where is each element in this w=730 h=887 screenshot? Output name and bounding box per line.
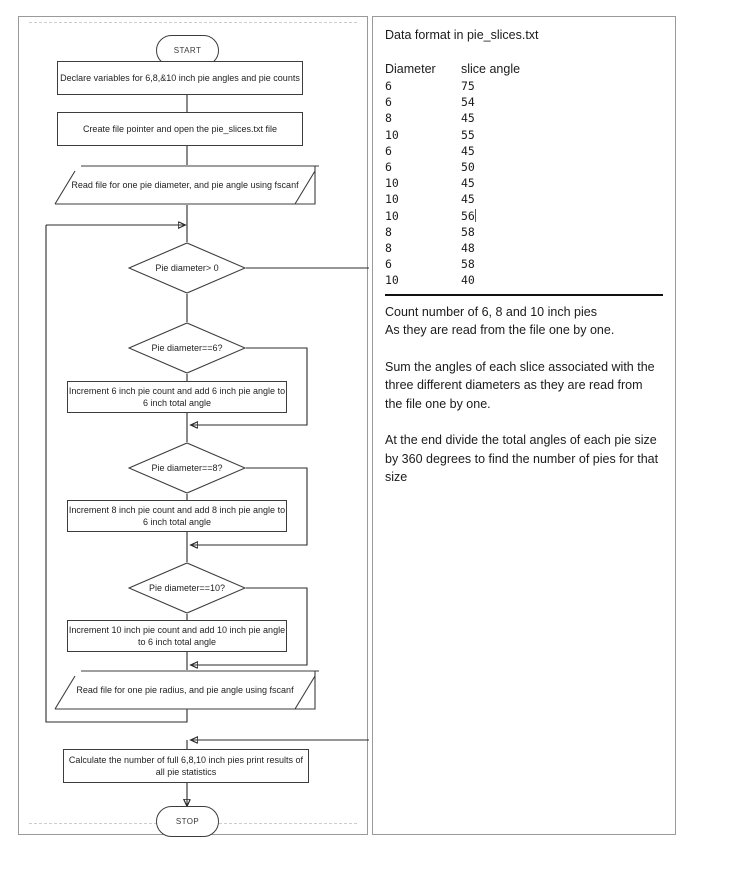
notes-section: Count number of 6, 8 and 10 inch pies As…	[385, 303, 663, 487]
section-divider	[385, 293, 663, 296]
flow-node-calculate-results[interactable]: Calculate the number of full 6,8,10 inch…	[63, 749, 309, 783]
flow-node-increment-10-inch[interactable]: Increment 10 inch pie count and add 10 i…	[67, 620, 287, 652]
text-cursor	[474, 208, 476, 222]
flow-node-create-file-pointer[interactable]: Create file pointer and open the pie_sli…	[57, 112, 303, 146]
flow-node-calculate-results-label: Calculate the number of full 6,8,10 inch…	[68, 755, 304, 777]
table-row: 6 50	[385, 159, 663, 175]
note-line-1: Count number of 6, 8 and 10 inch pies	[385, 304, 597, 319]
cell-diameter: 6	[385, 79, 392, 93]
cell-slice-angle: 50	[461, 160, 475, 175]
table-row: 10 45	[385, 191, 663, 207]
cell-slice-angle: 40	[461, 273, 475, 288]
table-row: 6 75	[385, 78, 663, 94]
flow-decision-diameter-eq-8[interactable]: Pie diameter==8?	[128, 442, 246, 494]
table-header-row: Diameter slice angle	[385, 60, 663, 78]
table-row: 10 45	[385, 175, 663, 191]
cell-slice-angle: 58	[461, 224, 475, 239]
note-line-2: As they are read from the file one by on…	[385, 323, 615, 338]
cell-slice-angle: 58	[461, 257, 475, 272]
table-row: 6 45	[385, 143, 663, 159]
cell-diameter: 10	[385, 192, 399, 207]
flow-node-stop-label: STOP	[175, 816, 200, 826]
data-format-title: Data format in pie_slices.txt	[385, 28, 539, 42]
flow-node-start[interactable]: START	[156, 35, 219, 66]
flow-node-increment-8-inch-label: Increment 8 inch pie count and add 8 inc…	[68, 505, 286, 527]
cell-slice-angle: 75	[461, 79, 475, 93]
table-row: 10 55	[385, 127, 663, 143]
flow-node-increment-8-inch[interactable]: Increment 8 inch pie count and add 8 inc…	[67, 500, 287, 532]
flow-decision-diameter-gt-0[interactable]: Pie diameter> 0	[128, 242, 246, 294]
flow-node-increment-6-inch[interactable]: Increment 6 inch pie count and add 6 inc…	[67, 381, 287, 413]
table-row: 10 56	[385, 208, 663, 224]
pie-slices-data-table: Diameter slice angle 6 75 6 54 8 45 10 55 6 45 6 50…	[385, 60, 663, 289]
cell-slice-angle: 48	[461, 241, 475, 256]
cell-slice-angle: 56	[461, 208, 476, 223]
table-body: 6 75 6 54 8 45 10 55 6 45 6 50 10 45 10 45 10 56 8 58 8 48 6 58…	[385, 78, 663, 289]
flow-node-declare-variables[interactable]: Declare variables for 6,8,&10 inch pie a…	[57, 61, 303, 95]
flow-decision-diameter-eq-10[interactable]: Pie diameter==10?	[128, 562, 246, 614]
cell-slice-angle: 45	[461, 111, 475, 126]
cell-diameter: 10	[385, 273, 399, 288]
cell-diameter: 6	[385, 160, 392, 175]
cell-slice-angle: 55	[461, 127, 475, 142]
flow-node-declare-variables-label: Declare variables for 6,8,&10 inch pie a…	[60, 73, 300, 83]
cell-diameter: 8	[385, 111, 392, 126]
flow-decision-diameter-eq-6[interactable]: Pie diameter==6?	[128, 322, 246, 374]
cell-diameter: 8	[385, 224, 392, 239]
table-header-diameter: Diameter	[385, 62, 436, 76]
table-row: 6 54	[385, 94, 663, 110]
cell-diameter: 10	[385, 127, 399, 142]
table-row: 8 45	[385, 110, 663, 126]
cell-slice-angle: 54	[461, 95, 475, 110]
flow-node-increment-10-inch-label: Increment 10 inch pie count and add 10 i…	[68, 625, 286, 647]
flow-node-increment-6-inch-label: Increment 6 inch pie count and add 6 inc…	[68, 386, 286, 408]
flowchart-panel: START Declare variables for 6,8,&10 inch…	[18, 16, 369, 837]
cell-diameter: 10	[385, 176, 399, 191]
table-row: 10 40	[385, 272, 663, 288]
table-row: 6 58	[385, 256, 663, 272]
flow-node-create-file-pointer-label: Create file pointer and open the pie_sli…	[82, 124, 278, 134]
note-line-4: At the end divide the total angles of ea…	[385, 433, 659, 485]
cell-diameter: 6	[385, 143, 392, 158]
data-notes-panel: Data format in pie_slices.txt Diameter s…	[372, 16, 676, 835]
cell-diameter: 10	[385, 208, 399, 223]
table-row: 8 58	[385, 224, 663, 240]
cell-diameter: 6	[385, 95, 392, 110]
cell-slice-angle: 45	[461, 143, 475, 158]
note-line-3: Sum the angles of each slice associated …	[385, 359, 655, 411]
table-row: 8 48	[385, 240, 663, 256]
cell-diameter: 6	[385, 257, 392, 272]
table-header-slice-angle: slice angle	[461, 62, 521, 76]
note-spacer-2	[385, 413, 663, 431]
flow-node-start-label: START	[173, 45, 202, 55]
top-dashed-rule	[29, 22, 357, 23]
note-spacer-1	[385, 340, 663, 358]
flow-node-read-next[interactable]: Read file for one pie radius, and pie an…	[41, 670, 329, 710]
cell-slice-angle: 45	[461, 192, 475, 207]
flow-node-stop[interactable]: STOP	[156, 806, 219, 837]
flow-node-read-first[interactable]: Read file for one pie diameter, and pie …	[41, 165, 329, 205]
cell-slice-angle: 45	[461, 176, 475, 191]
cell-diameter: 8	[385, 241, 392, 256]
